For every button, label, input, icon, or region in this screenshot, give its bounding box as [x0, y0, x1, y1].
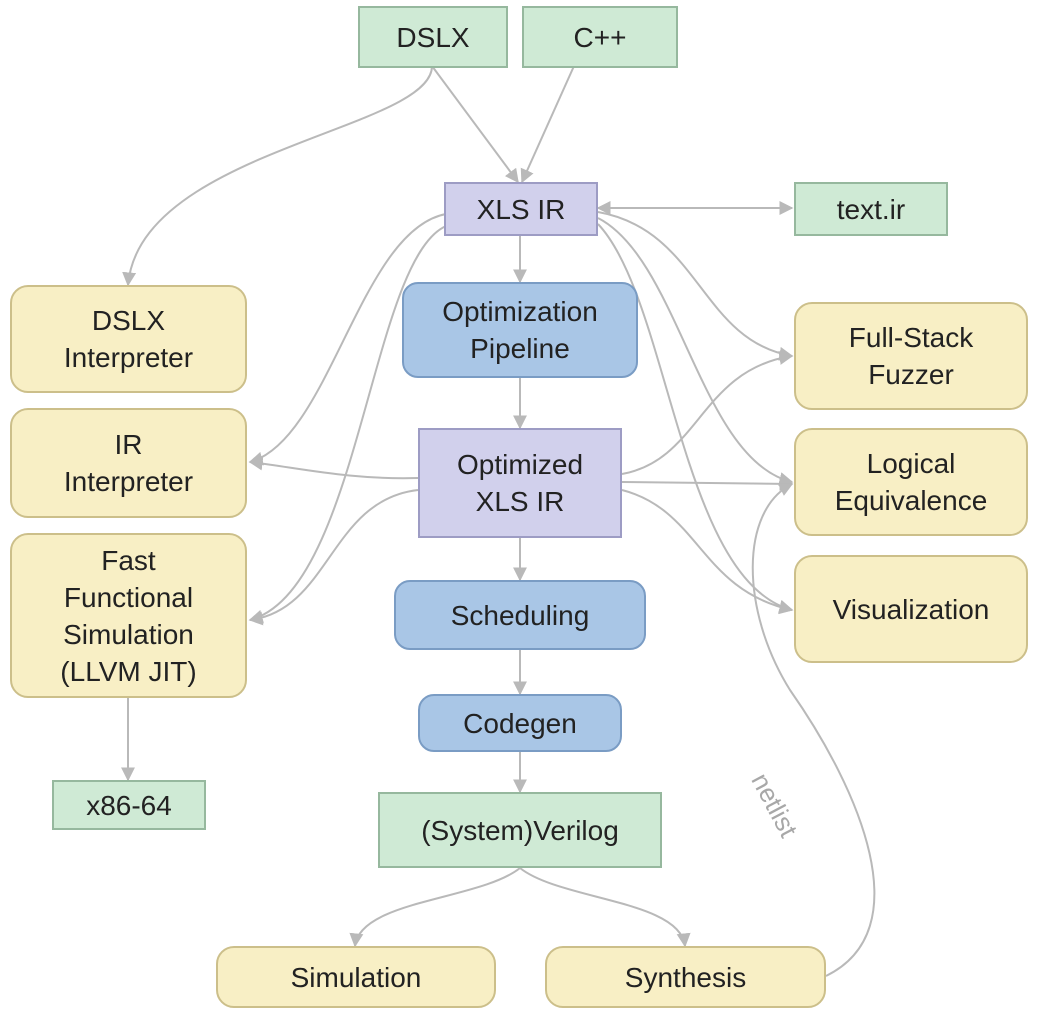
- edge-optxlsir-to-fuzzer: [621, 350, 794, 475]
- edge-xlsir-to-fuzzer: [597, 211, 794, 361]
- edge-optxlsir-to-fastsim: [248, 489, 419, 626]
- edge-optxlsir-to-logical-equivalence: [621, 476, 794, 491]
- edge-xlsir-to-ir-interpreter: [248, 213, 447, 466]
- node-cpp: C++: [522, 6, 678, 68]
- node-optimized-xls-ir: Optimized XLS IR: [418, 428, 622, 538]
- edge-optxlsir-to-ir-interpreter: [248, 456, 419, 480]
- node-codegen: Codegen: [418, 694, 622, 752]
- node-ir-interpreter: IR Interpreter: [10, 408, 247, 518]
- node-logical-equivalence: Logical Equivalence: [794, 428, 1028, 536]
- edge-xlsir-to-visualization: [597, 223, 794, 614]
- node-fast-functional-simulation: Fast Functional Simulation (LLVM JIT): [10, 533, 247, 698]
- node-full-stack-fuzzer: Full-Stack Fuzzer: [794, 302, 1028, 410]
- node-scheduling: Scheduling: [394, 580, 646, 650]
- node-dslx: DSLX: [358, 6, 508, 68]
- node-xls-ir: XLS IR: [444, 182, 598, 236]
- node-system-verilog: (System)Verilog: [378, 792, 662, 868]
- edge-xlsir-to-fastsim: [248, 225, 447, 624]
- node-visualization: Visualization: [794, 555, 1028, 663]
- edge-verilog-to-synthesis: [519, 867, 691, 948]
- edge-optxlsir-to-visualization: [621, 489, 794, 615]
- node-x86-64: x86-64: [52, 780, 206, 830]
- edge-dslx-to-xlsir: [431, 65, 519, 184]
- node-synthesis: Synthesis: [545, 946, 826, 1008]
- edge-xlsir-to-logical-equivalence: [597, 217, 794, 486]
- node-dslx-interpreter: DSLX Interpreter: [10, 285, 247, 393]
- edge-cpp-to-xlsir: [520, 65, 575, 184]
- edge-synthesis-netlist-to-logical-equivalence: [751, 483, 876, 977]
- edge-verilog-to-simulation: [349, 867, 521, 948]
- node-optimization-pipeline: Optimization Pipeline: [402, 282, 638, 378]
- node-simulation: Simulation: [216, 946, 496, 1008]
- edge-dslx-to-dslx-interpreter: [122, 65, 433, 287]
- node-text-ir: text.ir: [794, 182, 948, 236]
